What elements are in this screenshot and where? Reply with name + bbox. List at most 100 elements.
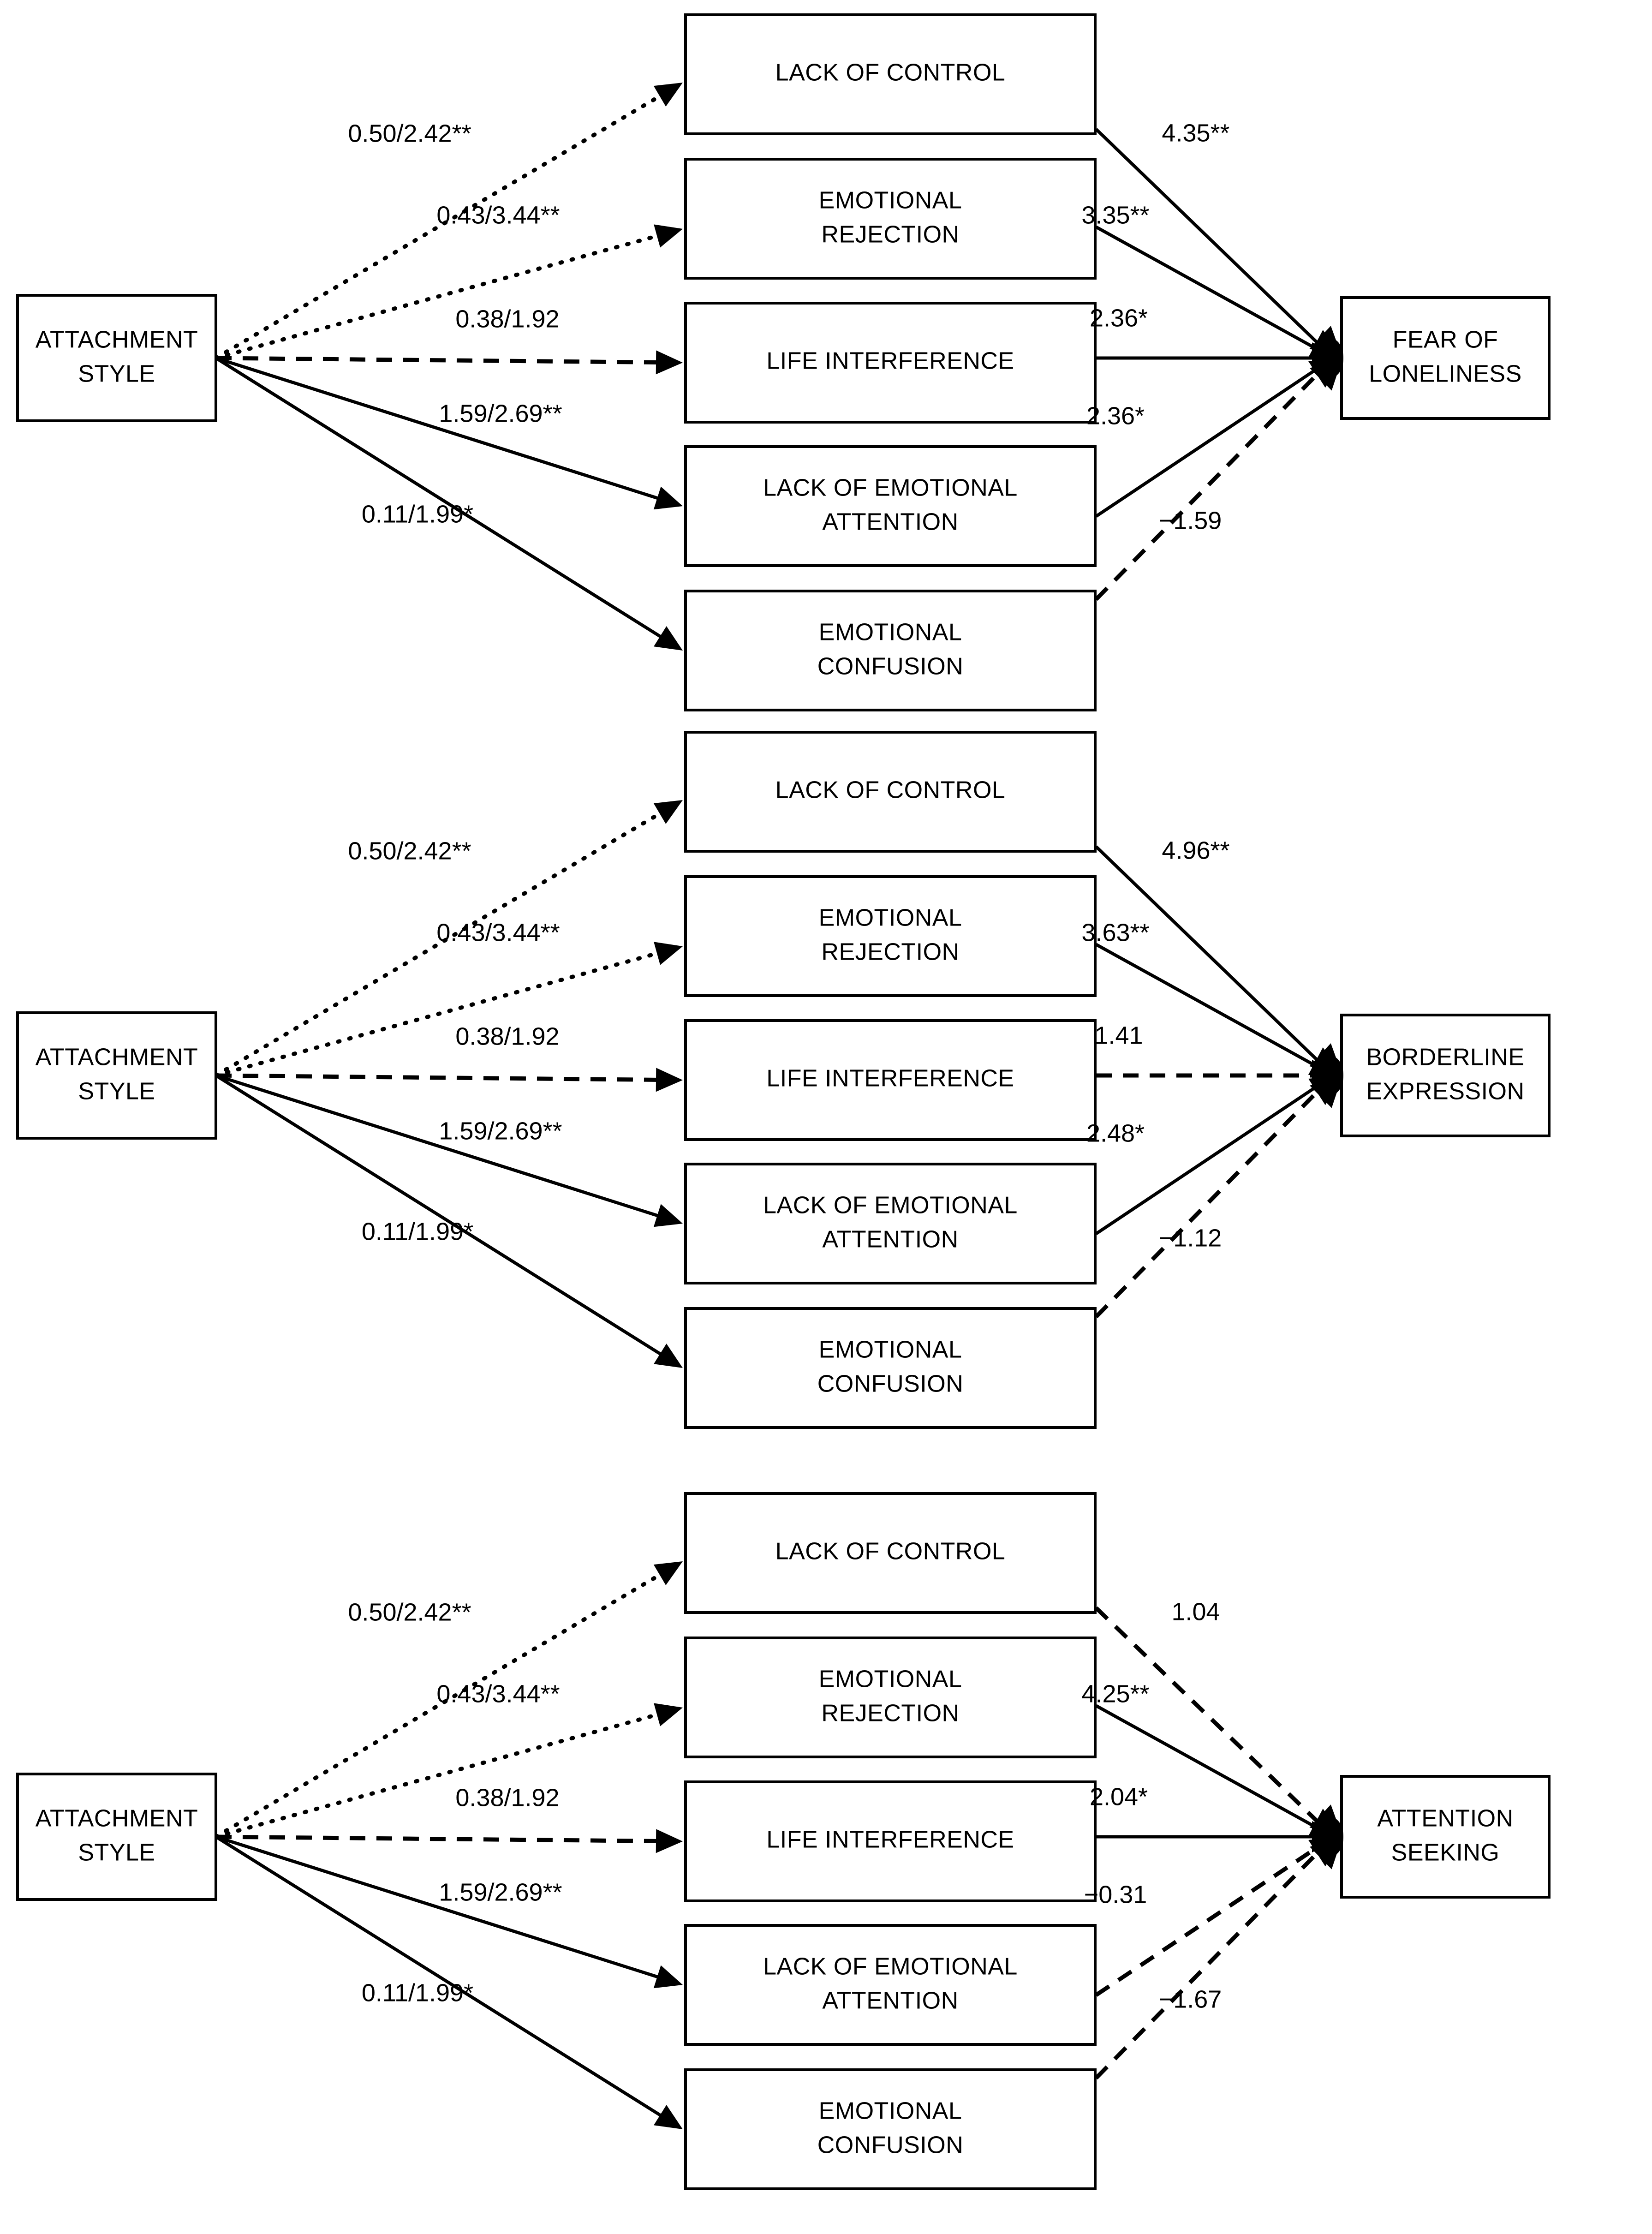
node-emotional-rejection-label-line1: EMOTIONAL (819, 905, 962, 932)
a-path-line-lack-of-emotional-attention (215, 1835, 669, 1982)
node-emotional-confusion-rect (684, 2068, 1097, 2190)
b-path-emotional-rejection (1095, 943, 1334, 1077)
arrow-head-icon-lack-of-control (653, 83, 683, 107)
node-outcome-panel-fear-of-loneliness-rect (1340, 296, 1551, 420)
b-path-label-lack-of-control: 4.96** (1162, 836, 1229, 864)
node-emotional-rejection-label-line1: EMOTIONAL (819, 187, 962, 214)
node-outcome-panel-fear-of-loneliness-label-line2: LONELINESS (1369, 361, 1522, 388)
arrow-head-icon-emotional-confusion (654, 1344, 683, 1368)
node-attachment-style-rect (16, 294, 217, 422)
node-outcome-panel-fear-of-loneliness-label-line1: FEAR OF (1393, 327, 1498, 353)
node-emotional-confusion-rect (684, 1307, 1097, 1429)
node-emotional-confusion-label-line2: CONFUSION (817, 653, 964, 680)
a-path-line-emotional-confusion (215, 1074, 671, 1362)
a-path-lack-of-emotional-attention (215, 356, 683, 510)
a-path-emotional-rejection (214, 1703, 683, 1839)
node-outcome-panel-borderline-expression-label-line1: BORDERLINE (1366, 1044, 1524, 1071)
b-path-line-lack-of-emotional-attention (1095, 1835, 1335, 1997)
b-path-emotional-confusion (1094, 356, 1335, 601)
arrow-head-icon-emotional-rejection (654, 942, 683, 965)
node-outcome-panel-attention-seeking-rect (1340, 1775, 1551, 1899)
node-life-interference-rect (684, 302, 1097, 424)
a-path-label-emotional-confusion: 0.11/1.99* (362, 1218, 473, 1245)
b-path-lack-of-emotional-attention (1095, 1835, 1335, 1997)
a-path-label-life-interference: 0.38/1.92 (455, 1784, 559, 1811)
arrow-head-icon-lack-of-control (653, 800, 683, 824)
a-path-lack-of-emotional-attention (215, 1074, 683, 1227)
b-path-label-emotional-confusion: −1.67 (1159, 1985, 1222, 2013)
node-lack-of-control-label: LACK OF CONTROL (775, 1538, 1006, 1565)
a-path-line-lack-of-emotional-attention (215, 1074, 669, 1221)
a-path-emotional-confusion (215, 357, 683, 651)
a-path-line-emotional-confusion (215, 357, 671, 645)
node-lack-of-control-rect (684, 1492, 1097, 1614)
node-lack-of-control-rect (684, 731, 1097, 853)
node-life-interference-label: LIFE INTERFERENCE (766, 1827, 1014, 1853)
a-path-label-lack-of-control: 0.50/2.42** (348, 837, 471, 865)
node-attachment-style-label-line2: STYLE (78, 1840, 155, 1866)
node-life-interference-rect (684, 1019, 1097, 1141)
a-path-label-lack-of-emotional-attention: 1.59/2.69** (439, 400, 562, 427)
a-path-life-interference (215, 1829, 683, 1853)
b-path-label-emotional-rejection: 4.25** (1081, 1680, 1149, 1708)
a-path-label-emotional-rejection: 0.43/3.44** (436, 1680, 560, 1708)
b-path-label-emotional-confusion: −1.12 (1159, 1224, 1222, 1252)
b-path-label-emotional-rejection: 3.63** (1081, 919, 1149, 946)
b-path-label-life-interference: 2.04* (1090, 1783, 1148, 1810)
arrow-head-icon-lack-of-emotional-attention (653, 486, 683, 510)
node-lack-of-control: LACK OF CONTROL (684, 13, 1097, 135)
node-emotional-rejection-label-line2: REJECTION (821, 221, 959, 248)
b-path-emotional-confusion (1094, 1835, 1335, 2080)
a-path-line-lack-of-control (214, 805, 673, 1078)
arrow-head-icon-lack-of-emotional-attention (653, 1965, 683, 1989)
b-path-line-lack-of-emotional-attention (1095, 357, 1334, 518)
b-path-lack-of-control (1095, 128, 1335, 359)
node-lack-of-emotional-attention-rect (684, 1924, 1097, 2046)
node-emotional-rejection-rect (684, 158, 1097, 280)
b-path-line-emotional-confusion (1094, 356, 1335, 601)
b-path-line-lack-of-control (1095, 845, 1335, 1077)
arrow-head-icon-life-interference (656, 350, 683, 375)
node-emotional-rejection-label-line2: REJECTION (821, 939, 959, 966)
node-emotional-confusion-label-line2: CONFUSION (817, 1371, 964, 1398)
node-lack-of-emotional-attention-rect (684, 445, 1097, 567)
a-path-lack-of-control (214, 83, 683, 360)
convergence-arrow-head-icon (1308, 1043, 1343, 1108)
node-attachment-style-label-line1: ATTACHMENT (36, 327, 198, 353)
b-path-label-life-interference: 2.36* (1090, 304, 1148, 332)
node-outcome-panel-attention-seeking-label-line2: SEEKING (1391, 1840, 1500, 1866)
b-path-line-lack-of-control (1094, 1606, 1335, 1839)
convergence-arrow-head-icon (1308, 326, 1343, 391)
node-emotional-rejection-rect (684, 1637, 1097, 1758)
node-outcome-panel-fear-of-loneliness: FEAR OF LONELINESS (1340, 296, 1551, 420)
node-life-interference-label: LIFE INTERFERENCE (766, 1065, 1014, 1092)
b-path-line-emotional-rejection (1095, 225, 1334, 360)
node-attachment-style-label-line2: STYLE (78, 361, 155, 388)
a-path-line-emotional-rejection (214, 231, 671, 360)
a-path-label-emotional-confusion: 0.11/1.99* (362, 500, 473, 528)
node-lack-of-control-label: LACK OF CONTROL (775, 777, 1006, 804)
a-path-life-interference (215, 1068, 683, 1092)
a-path-line-emotional-confusion (215, 1835, 671, 2123)
arrow-head-icon-emotional-confusion (654, 626, 683, 651)
b-path-lack-of-control (1095, 845, 1335, 1077)
a-path-label-lack-of-control: 0.50/2.42** (348, 119, 471, 147)
a-path-lack-of-control (214, 1561, 683, 1839)
a-path-label-emotional-rejection: 0.43/3.44** (436, 919, 560, 946)
a-path-label-emotional-rejection: 0.43/3.44** (436, 201, 560, 229)
b-path-lack-of-emotional-attention (1095, 357, 1334, 518)
b-path-emotional-rejection (1095, 1704, 1334, 1839)
arrow-head-icon-lack-of-emotional-attention (653, 1204, 683, 1227)
arrow-head-icon-life-interference (656, 1068, 683, 1092)
arrow-head-icon-emotional-rejection (654, 224, 683, 248)
convergence-arrow-head-icon (1308, 1804, 1343, 1870)
